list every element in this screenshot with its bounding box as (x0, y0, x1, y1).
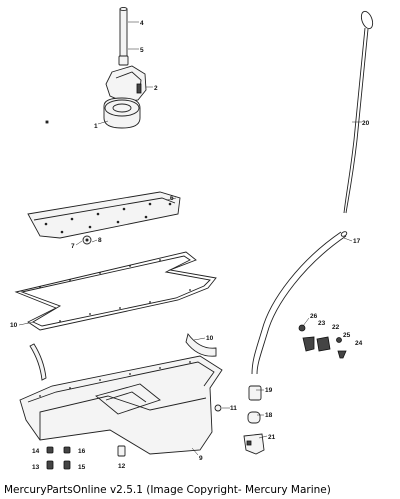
leader-lines (18, 21, 362, 456)
callout-5: 5 (140, 47, 144, 54)
callout-18: 18 (265, 412, 273, 419)
callout-4: 4 (140, 20, 144, 27)
callout-23: 23 (318, 320, 326, 327)
pickup-tube (118, 6, 129, 66)
callouts: 4 5 2 1 6 8 7 20 17 10 10 11 9 14 16 13 … (10, 20, 370, 471)
callout-20: 20 (362, 120, 370, 127)
oil-pan (19, 355, 223, 455)
pan-gasket (14, 251, 217, 381)
callout-14: 14 (32, 448, 40, 455)
baffle (27, 191, 181, 245)
callout-6: 6 (170, 195, 174, 202)
callout-19: 19 (265, 387, 273, 394)
callout-1: 1 (94, 123, 98, 130)
callout-11: 11 (230, 405, 237, 412)
callout-7: 7 (71, 243, 75, 250)
callout-13: 13 (32, 464, 40, 471)
callout-12: 12 (118, 463, 126, 470)
copyright-caption: MercuryPartsOnline v2.5.1 (Image Copyrig… (4, 484, 331, 496)
callout-17: 17 (353, 238, 361, 245)
dipstick (343, 10, 374, 214)
callout-8: 8 (98, 237, 102, 244)
tube-hardware (243, 385, 265, 455)
callout-26: 26 (310, 313, 318, 320)
callout-15: 15 (78, 464, 86, 471)
clamp-hardware (298, 324, 347, 359)
callout-22: 22 (332, 324, 340, 331)
oil-pump (45, 65, 147, 129)
callout-2: 2 (154, 85, 158, 92)
callout-10-left: 10 (10, 322, 18, 329)
drain-hardware (46, 445, 126, 470)
callout-10-right: 10 (206, 335, 214, 342)
callout-21: 21 (268, 434, 276, 441)
callout-9: 9 (199, 455, 203, 462)
callout-25: 25 (343, 332, 351, 339)
callout-24: 24 (355, 340, 363, 347)
dipstick-tube (251, 231, 348, 375)
callout-16: 16 (78, 448, 86, 455)
